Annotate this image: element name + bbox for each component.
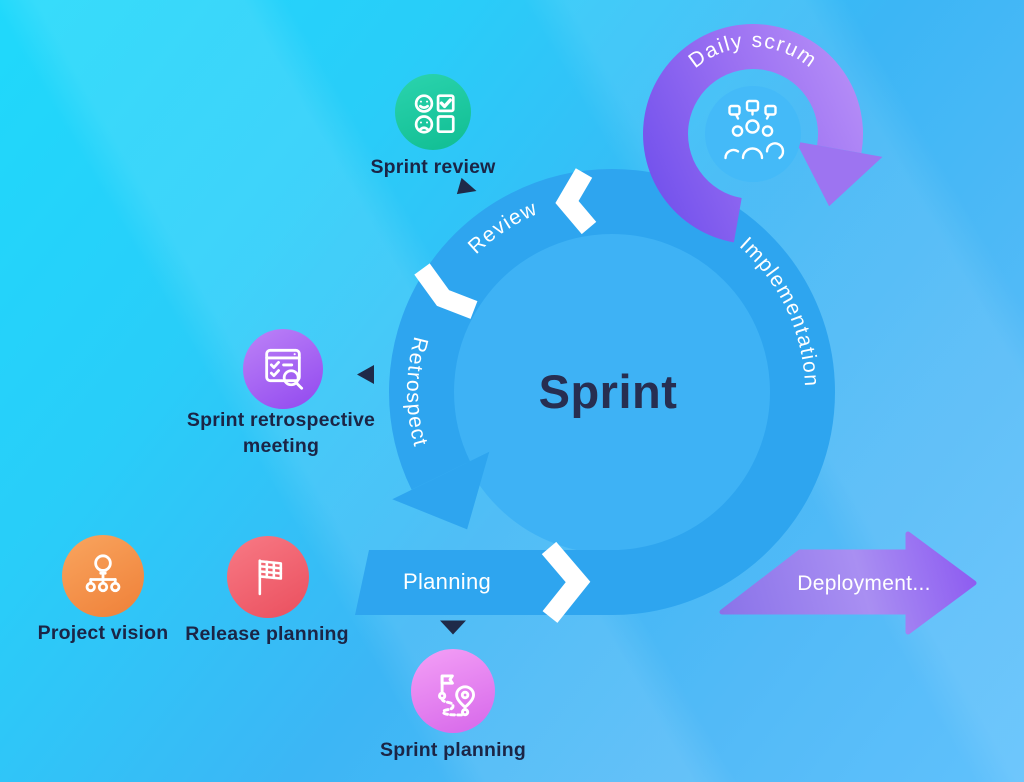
connector-triangle-right-icon (456, 177, 477, 195)
route-map-icon (438, 674, 475, 717)
deployment-label: Deployment... (797, 572, 931, 595)
sprint-retrospective-icon-circle (243, 329, 323, 409)
release-planning-label: Release planning (185, 623, 349, 645)
sprint-planning-icon-circle (411, 649, 495, 733)
feedback-checklist-icon (414, 94, 455, 134)
deployment-arrow (719, 531, 977, 635)
sprint-cycle-title: Sprint (538, 365, 678, 418)
checkered-flag-icon (258, 559, 283, 596)
project-vision-label: Project vision (37, 622, 169, 644)
planning-segment-label: Planning (402, 569, 492, 594)
segment-divider-chevron-bottom (541, 541, 591, 623)
daily-scrum-arrowhead-icon (795, 141, 883, 207)
team-discussion-icon (724, 99, 785, 160)
planning-band (355, 550, 613, 615)
connector-triangle-left-icon (357, 365, 374, 384)
sprint-retrospective-label-line2: meeting (242, 434, 320, 457)
release-planning-icon-circle (227, 536, 309, 618)
sprint-review-label: Sprint review (370, 156, 496, 178)
sprint-retrospective-label-line1: Sprint retrospective (186, 409, 376, 431)
segment-divider-chevron-top (555, 168, 597, 235)
retrospect-arrowhead-icon (392, 451, 490, 530)
sprint-inner-disc (450, 230, 774, 554)
daily-scrum-arc (643, 24, 864, 243)
idea-hierarchy-icon (85, 554, 121, 593)
connector-triangle-down-icon (440, 620, 466, 635)
sprint-review-icon-circle (395, 74, 471, 150)
sprint-planning-label: Sprint planning (380, 739, 526, 761)
document-magnifier-icon (265, 348, 304, 390)
segment-divider-chevron-left (414, 263, 478, 319)
daily-scrum-loop: Daily scrum (643, 24, 883, 243)
project-vision-icon-circle (62, 535, 144, 617)
sprint-retrospective-label: Sprint retrospective meeting (187, 408, 375, 459)
